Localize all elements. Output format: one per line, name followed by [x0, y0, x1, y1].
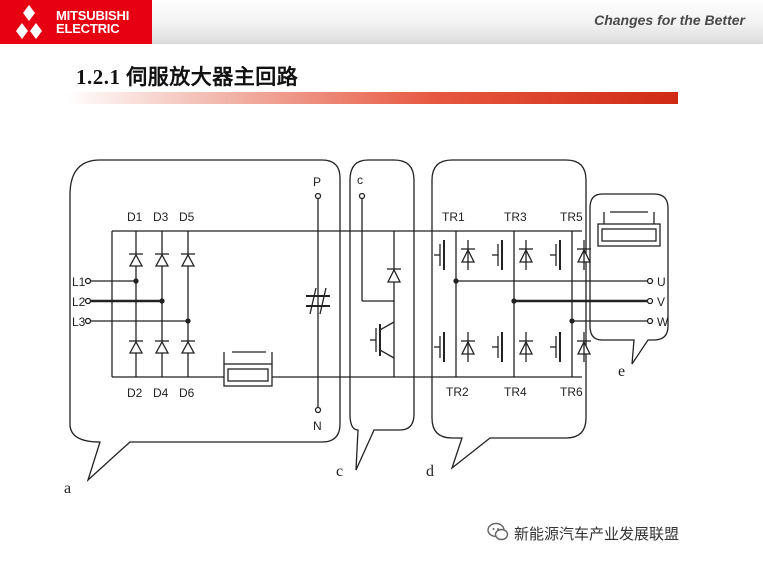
- transistor-label-tr5: TR5: [560, 210, 583, 224]
- terminal-label-c: c: [357, 173, 363, 187]
- tagline: Changes for the Better: [594, 12, 745, 28]
- diode-label-d4: D4: [153, 386, 169, 400]
- bus-label-n: N: [313, 419, 322, 433]
- transistor-label-tr4: TR4: [504, 385, 527, 399]
- logo-wordmark: MITSUBISHI ELECTRIC: [56, 9, 129, 35]
- diode-label-d3: D3: [153, 210, 169, 224]
- bus-label-p: P: [313, 175, 321, 189]
- callout-bubble-a: [69, 159, 341, 483]
- title-underline-bar: [66, 92, 678, 104]
- three-diamonds-icon: [16, 5, 42, 39]
- input-label-l3: L3: [72, 315, 86, 329]
- diode-label-d1: D1: [127, 210, 143, 224]
- mitsubishi-logo: MITSUBISHI ELECTRIC: [0, 0, 152, 44]
- slide-header: MITSUBISHI ELECTRIC Changes for the Bett…: [0, 0, 763, 44]
- diode-label-d2: D2: [127, 386, 143, 400]
- inverter-bridge: [434, 231, 650, 377]
- transistor-label-tr3: TR3: [504, 210, 527, 224]
- transistor-label-tr6: TR6: [560, 385, 583, 399]
- callout-bubble-e: [589, 193, 669, 365]
- output-label-u: U: [657, 275, 666, 289]
- logo-line-2: ELECTRIC: [56, 21, 120, 36]
- diode-label-d6: D6: [179, 386, 195, 400]
- callout-label-e: e: [618, 363, 625, 380]
- callout-label-c: c: [336, 463, 343, 480]
- callout-bubble-c: [349, 159, 415, 471]
- watermark-text: 新能源汽车产业发展联盟: [514, 525, 680, 543]
- input-label-l2: L2: [72, 295, 86, 309]
- input-label-l1: L1: [72, 275, 86, 289]
- slide-title: 1.2.1 伺服放大器主回路: [76, 65, 299, 89]
- callout-label-d: d: [426, 463, 434, 480]
- output-label-v: V: [657, 295, 665, 309]
- output-label-w: W: [657, 315, 669, 329]
- callout-bubble-d: [431, 159, 587, 470]
- transistor-label-tr1: TR1: [442, 210, 465, 224]
- diode-label-d5: D5: [179, 210, 195, 224]
- callout-label-a: a: [64, 480, 71, 497]
- wechat-icon: [487, 522, 509, 541]
- transistor-label-tr2: TR2: [446, 385, 469, 399]
- logo-line-1: MITSUBISHI: [56, 8, 130, 23]
